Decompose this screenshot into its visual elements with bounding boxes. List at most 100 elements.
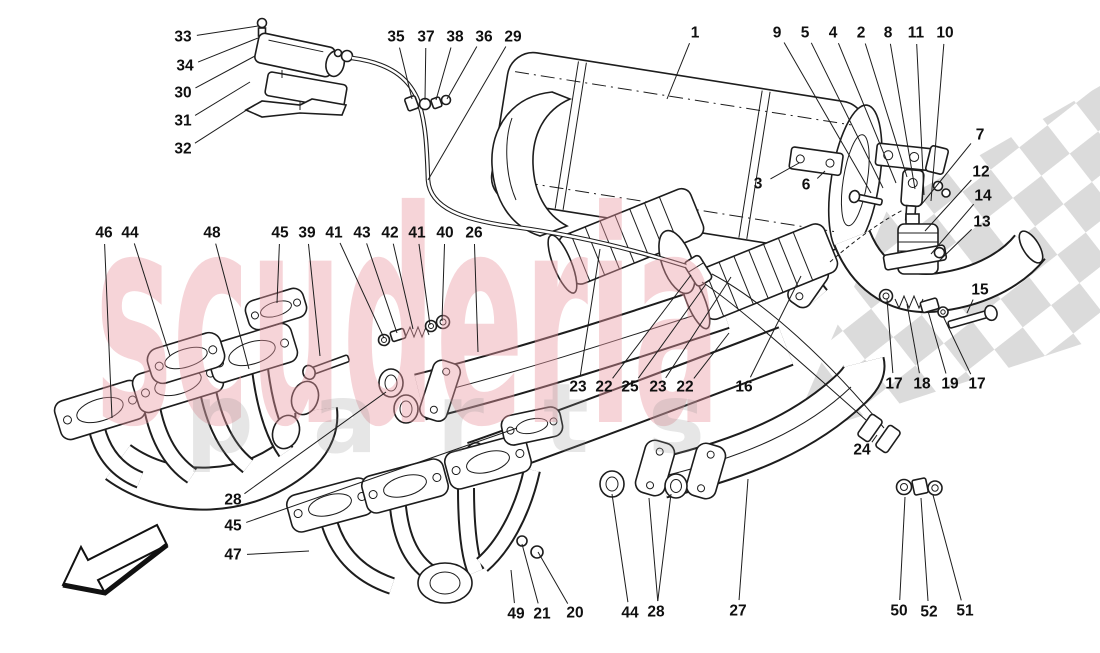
part-label-5: 5	[801, 25, 810, 42]
manifold-bolt-39	[302, 354, 350, 381]
part-label-23: 23	[569, 379, 587, 396]
part-label-18: 18	[913, 376, 931, 393]
leader-line-6	[816, 170, 826, 179]
part-label-45: 45	[271, 225, 289, 242]
gasket-45-lower	[500, 406, 564, 446]
leader-line-16	[749, 275, 802, 378]
part-label-17: 17	[885, 376, 902, 393]
leader-line-38	[435, 47, 452, 101]
lambda-harness	[701, 273, 901, 454]
part-label-20: 20	[566, 605, 583, 622]
leader-line-17	[942, 315, 972, 375]
part-label-6: 6	[802, 177, 811, 194]
tailpipe	[833, 229, 1046, 313]
part-label-2: 2	[857, 25, 866, 42]
leader-line-28	[657, 493, 672, 602]
part-label-26: 26	[465, 225, 483, 242]
leader-line-45	[276, 243, 280, 304]
part-label-9: 9	[773, 25, 782, 42]
part-label-41: 41	[325, 225, 343, 242]
part-label-22: 22	[676, 379, 693, 396]
part-label-45: 45	[224, 518, 242, 535]
part-label-41: 41	[408, 225, 426, 242]
part-label-17: 17	[968, 376, 985, 393]
part-label-21: 21	[533, 606, 551, 623]
part-label-11: 11	[908, 25, 925, 42]
leader-line-19	[927, 310, 947, 374]
union-fittings	[895, 477, 943, 496]
part-label-7: 7	[976, 127, 985, 144]
leader-line-15	[966, 299, 974, 314]
leader-line-35	[399, 47, 413, 100]
leader-line-41	[339, 242, 385, 339]
part-label-34: 34	[176, 58, 194, 75]
spring-bolt-set	[878, 288, 998, 329]
part-label-24: 24	[853, 442, 871, 459]
part-label-13: 13	[973, 214, 991, 231]
part-label-19: 19	[941, 376, 959, 393]
leader-line-12	[924, 179, 972, 232]
part-label-43: 43	[353, 225, 371, 242]
leader-line-3	[770, 162, 800, 180]
leader-line-8	[889, 43, 916, 190]
leader-line-47	[246, 550, 310, 555]
leader-line-18	[906, 303, 920, 374]
leader-line-27	[738, 478, 749, 601]
manifold-stud	[516, 535, 528, 547]
part-label-8: 8	[884, 25, 893, 42]
part-label-28: 28	[647, 604, 665, 621]
part-label-49: 49	[507, 606, 525, 623]
leader-line-21	[521, 543, 539, 604]
control-cable	[333, 48, 687, 269]
leader-line-30	[195, 55, 256, 89]
manifold-nut	[530, 545, 544, 559]
part-label-16: 16	[735, 379, 753, 396]
part-label-15: 15	[971, 282, 989, 299]
part-label-48: 48	[203, 225, 221, 242]
leader-line-22	[612, 274, 692, 379]
control-unit-assembly	[244, 17, 348, 118]
gasket-45-upper	[244, 287, 308, 331]
leader-line-11	[916, 43, 925, 196]
inlet-elbow-pipe	[491, 91, 573, 237]
leader-line-45	[246, 427, 518, 523]
leader-line-40	[441, 243, 446, 322]
leader-line-41	[418, 243, 431, 326]
part-label-23: 23	[649, 379, 667, 396]
checkered-flag-band	[788, 86, 1100, 440]
part-label-37: 37	[417, 29, 434, 46]
part-label-1: 1	[691, 25, 700, 42]
part-label-39: 39	[298, 225, 316, 242]
leader-line-23	[665, 276, 732, 379]
leader-line-37	[424, 47, 427, 101]
part-label-4: 4	[829, 25, 838, 42]
part-label-30: 30	[174, 85, 191, 102]
catalytic-converter-rear	[680, 223, 839, 330]
part-label-22: 22	[595, 379, 612, 396]
leader-line-7	[920, 143, 972, 206]
part-label-42: 42	[381, 225, 398, 242]
part-label-52: 52	[920, 604, 937, 621]
part-label-36: 36	[475, 29, 493, 46]
leader-line-34	[197, 37, 259, 63]
exhaust-manifold-left	[53, 322, 339, 511]
leader-line-42	[392, 243, 414, 330]
direction-arrow-icon	[61, 523, 169, 596]
leader-line-24	[871, 434, 878, 443]
mid-twin-pipe	[378, 283, 730, 424]
part-label-10: 10	[936, 25, 953, 42]
leader-line-25	[637, 283, 707, 379]
part-label-51: 51	[956, 603, 974, 620]
part-label-50: 50	[890, 603, 907, 620]
watermark-primary: scuderia	[95, 150, 721, 493]
leader-line-14	[930, 203, 975, 255]
part-label-28: 28	[224, 492, 242, 509]
part-label-44: 44	[621, 605, 639, 622]
part-label-44: 44	[121, 225, 139, 242]
part-label-32: 32	[174, 141, 191, 158]
leader-line-4	[837, 42, 897, 184]
leader-line-44	[133, 243, 171, 357]
leader-line-49	[510, 569, 515, 604]
